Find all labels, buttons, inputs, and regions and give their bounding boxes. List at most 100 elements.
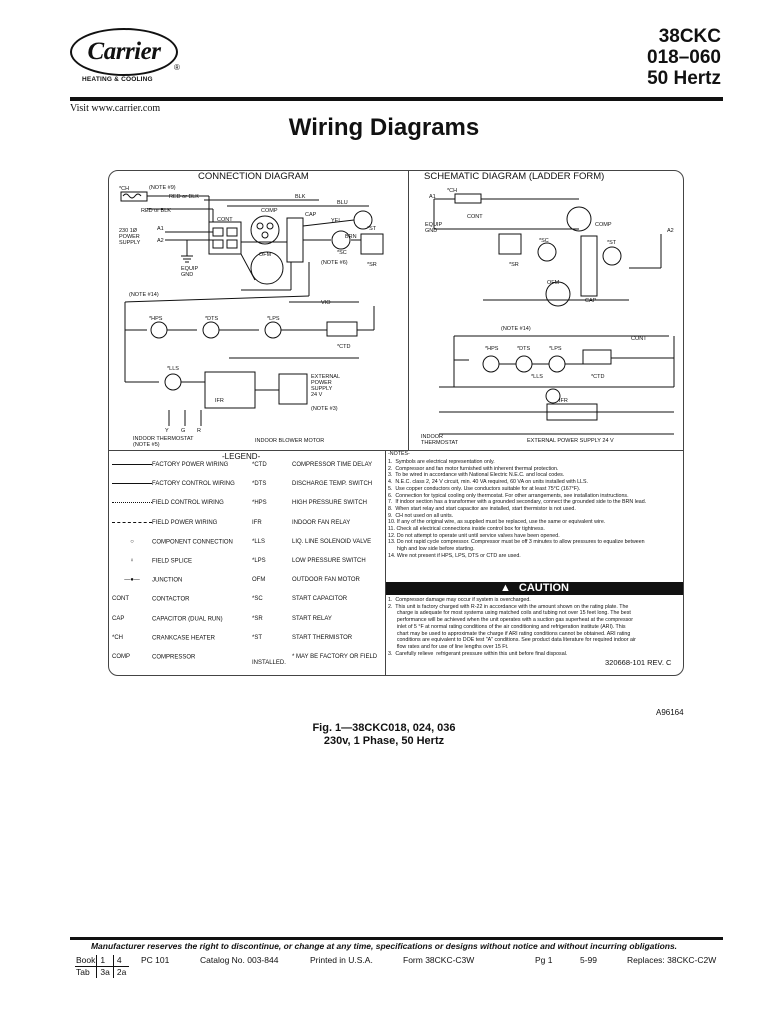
caution-item: flow rates and for use of line lengths o… bbox=[388, 643, 509, 650]
catalog-number: Catalog No. 003-844 bbox=[200, 955, 279, 965]
notes-list: 1. Symbols are electrical representation… bbox=[388, 459, 680, 560]
red-blk-label: RED or BLK bbox=[169, 194, 199, 200]
s-ctd-label: *CTD bbox=[591, 374, 604, 380]
caution-item: conditions are equivalent to DOE test "A… bbox=[388, 637, 636, 644]
blu-label: BLU bbox=[337, 200, 348, 206]
note3-label: (NOTE #3) bbox=[311, 406, 338, 412]
caution-item: 3. Carefully relieve refrigerant pressur… bbox=[388, 650, 568, 657]
model-line-3: 50 Hertz bbox=[647, 68, 721, 89]
s-ofm-label: OFM bbox=[547, 280, 560, 286]
diagram-divider bbox=[408, 171, 409, 450]
legend-code: *ST bbox=[252, 634, 263, 641]
revision-code: 320668-101 REV. C bbox=[605, 658, 672, 667]
header-rule bbox=[70, 97, 723, 101]
caution-item: 1. Compressor damage may occur if system… bbox=[388, 597, 531, 603]
ifr-label: IFR bbox=[215, 398, 224, 404]
st-label: *ST bbox=[367, 226, 377, 232]
figure-caption-line-2: 230v, 1 Phase, 50 Hertz bbox=[323, 735, 445, 747]
book-value-1: 1 bbox=[96, 955, 114, 967]
book-value-2: 4 bbox=[112, 955, 130, 967]
caution-title: CAUTION bbox=[518, 582, 569, 594]
legend-label: FIELD POWER WIRING bbox=[152, 519, 218, 526]
lps-label: *LPS bbox=[267, 316, 280, 322]
legend-code: *LPS bbox=[252, 558, 266, 564]
wiring-diagram: *CH (NOTE #9) RED or BLK RED or BLK BLK … bbox=[119, 185, 675, 448]
legend-label: COMPONENT CONNECTION bbox=[152, 539, 233, 546]
ctd-label: *CTD bbox=[337, 344, 350, 350]
s-ifr-label: IFR bbox=[559, 398, 568, 404]
legend-row: * MAY BE FACTORY OR FIELD INSTALLED. bbox=[252, 654, 384, 666]
legend-label: OUTDOOR FAN MOTOR bbox=[292, 577, 360, 584]
legend-row: ○COMPONENT CONNECTION bbox=[112, 539, 233, 546]
schematic-diagram-title: SCHEMATIC DIAGRAM (LADDER FORM) bbox=[424, 171, 605, 182]
legend-label: FIELD CONTROL WIRING bbox=[152, 500, 224, 507]
legend-row: —●—JUNCTION bbox=[112, 577, 182, 584]
legend-divider bbox=[109, 450, 683, 451]
legend-code: *SR bbox=[252, 615, 263, 622]
legend-label: START CAPACITOR bbox=[292, 596, 348, 603]
s-comp-label: COMP bbox=[595, 222, 612, 228]
caution-item: chart may be used to approximate the cha… bbox=[388, 630, 631, 637]
model-line-2: 018–060 bbox=[647, 47, 721, 68]
note9-label: (NOTE #9) bbox=[149, 185, 176, 191]
transformer-box bbox=[278, 373, 308, 405]
s-cont2-label: CONT bbox=[631, 336, 647, 342]
compressor-circle bbox=[250, 215, 280, 245]
logo-text: Carrier bbox=[87, 38, 161, 65]
pc-number: PC 101 bbox=[141, 955, 170, 965]
footer-rule bbox=[70, 937, 723, 940]
field-splice-icon: ♀ bbox=[129, 558, 135, 564]
caution-item: charge is adequate for most systems usin… bbox=[388, 610, 631, 617]
legend-label: DISCHARGE TEMP. SWITCH bbox=[292, 481, 373, 488]
note-item: 9. CH not used on all units. bbox=[388, 512, 454, 519]
s-cont-label: CONT bbox=[467, 214, 483, 220]
figure-code: A96164 bbox=[656, 708, 684, 717]
legend-label: * MAY BE FACTORY OR FIELD INSTALLED. bbox=[252, 654, 378, 666]
note-item: 6. Connection for typical cooling only t… bbox=[388, 492, 629, 499]
schematic-ofm bbox=[545, 281, 571, 307]
visit-link[interactable]: Visit www.carrier.com bbox=[70, 103, 161, 114]
legend-label: LIQ. LINE SOLENOID VALVE bbox=[292, 538, 372, 545]
s-lls-label: *LLS bbox=[531, 374, 543, 380]
replaces-form: Replaces: 38CKC-C2W bbox=[627, 955, 717, 965]
diagram-frame bbox=[108, 170, 684, 676]
start-capacitor bbox=[331, 230, 351, 250]
figure-caption: Fig. 1—38CKC018, 024, 036 230v, 1 Phase,… bbox=[0, 722, 768, 748]
s-lps-label: *LPS bbox=[549, 346, 562, 352]
legend-label: COMPRESSOR bbox=[152, 654, 196, 661]
legend-code: COMP bbox=[112, 654, 130, 660]
r-terminal-label: R bbox=[197, 428, 201, 434]
legend-code: CONT bbox=[112, 596, 129, 603]
legend-row: ♀FIELD SPLICE bbox=[112, 558, 192, 565]
legend-code: IFR bbox=[252, 519, 262, 526]
note-item: 3. To be wired in accordance with Nation… bbox=[388, 472, 565, 479]
brn-label: BRN bbox=[345, 234, 357, 240]
tab-value-1: 3a bbox=[96, 966, 114, 978]
schematic-compressor bbox=[566, 206, 592, 232]
legend-code: *HPS bbox=[252, 500, 267, 507]
s-hps-label: *HPS bbox=[485, 346, 499, 352]
legend-code: *LLS bbox=[252, 538, 266, 545]
ctd-box bbox=[326, 321, 358, 337]
capacitor-box bbox=[286, 217, 304, 263]
note-item: 13. Do not rapid cycle compressor. Compr… bbox=[388, 539, 645, 546]
cap-label: CAP bbox=[305, 212, 317, 218]
manufacturer-disclaimer: Manufacturer reserves the right to disco… bbox=[90, 941, 678, 951]
legend-row: FACTORY POWER WIRING bbox=[112, 462, 228, 468]
note-item: 1. Symbols are electrical representation… bbox=[388, 459, 495, 465]
legend-label: JUNCTION bbox=[152, 577, 183, 584]
blower-label: INDOOR BLOWER MOTOR bbox=[255, 438, 324, 444]
legend-label: CAPACITOR (DUAL RUN) bbox=[152, 616, 223, 623]
figure-caption-line-1: Fig. 1—38CKC018, 024, 036 bbox=[312, 722, 456, 734]
vio-label: VIO bbox=[321, 300, 331, 306]
s-ch-label: *CH bbox=[447, 188, 457, 194]
caution-item: performance will be achieved when the un… bbox=[388, 617, 633, 624]
cont-label: CONT bbox=[217, 217, 233, 223]
